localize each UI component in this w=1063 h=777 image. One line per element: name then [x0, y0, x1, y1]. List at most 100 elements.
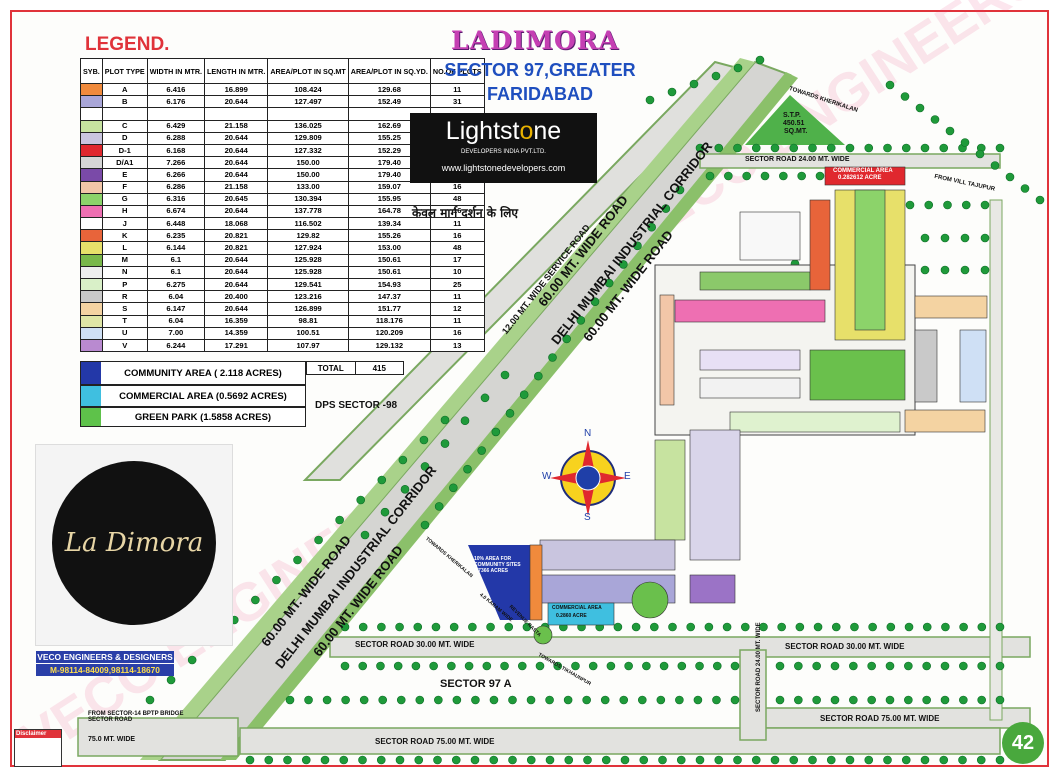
tree-dot [376, 755, 386, 765]
tree-dot [272, 575, 281, 585]
tree-dot [960, 138, 970, 147]
legend-cell-sqmt: 129.82 [267, 229, 349, 243]
tree-dot [460, 416, 470, 426]
tree-dot [145, 695, 155, 705]
tree-dot [452, 695, 462, 705]
legend-cell-width: 6.176 [146, 95, 206, 109]
tree-dot [885, 80, 895, 90]
roundabout [533, 625, 553, 645]
tree-dot [667, 87, 677, 97]
tree-dot [285, 695, 295, 705]
community-label: COMMUNITY AREA ( 2.118 ACRES) [124, 367, 282, 379]
block-c [654, 439, 686, 541]
tree-dot [740, 622, 750, 632]
legend-cell-type: B [101, 95, 148, 109]
legend-cell-width: 6.147 [146, 302, 206, 316]
legend-cell-sqmt: 127.332 [267, 143, 349, 158]
tree-dot [693, 695, 703, 705]
legend-cell-type: A [101, 82, 148, 97]
tree-dot [864, 755, 874, 765]
tree-dot [1005, 172, 1015, 182]
tree-dot [464, 661, 474, 671]
legend-header-cell: SYB. [80, 58, 103, 84]
tree-dot [845, 143, 855, 153]
tree-dot [356, 495, 366, 505]
legend-cell-plots: 16 [429, 229, 485, 243]
legend-cell-length: 14.359 [204, 326, 269, 340]
tree-dot [396, 695, 406, 705]
tree-dot [449, 622, 459, 632]
tree-dot [777, 622, 786, 632]
tree-dot [545, 755, 555, 765]
legend-cell-plots: 13 [429, 338, 485, 353]
tree-dot [535, 661, 545, 671]
legend-swatch [80, 314, 103, 328]
sector-road-75-bottom-label: SECTOR ROAD 75.00 MT. WIDE [375, 737, 495, 746]
tree-dot [358, 755, 367, 765]
tree-dot [830, 661, 840, 671]
block-n [699, 377, 801, 399]
tree-dot [471, 695, 480, 705]
tree-dot [730, 661, 740, 671]
tree-dot [677, 661, 687, 671]
legend-cell-sqmt: 116.502 [267, 217, 349, 231]
tree-dot [413, 622, 423, 632]
tree-dot [975, 149, 985, 159]
tree-dot [519, 390, 529, 400]
tree-dot [714, 755, 724, 765]
tree-dot [775, 661, 785, 671]
legend-cell-sqyd: 120.209 [347, 326, 431, 340]
compass-s: S [584, 512, 591, 523]
disclaimer-box: Disclaimer [14, 729, 62, 767]
compass-rose [550, 440, 626, 516]
legend-cell-length: 18.068 [204, 217, 269, 231]
block-d-column [689, 429, 741, 561]
tree-dot [429, 661, 438, 671]
legend-cell-length: 20.644 [204, 204, 269, 219]
tree-dot [562, 334, 571, 344]
stp-area [745, 95, 845, 145]
legend-swatch [80, 204, 103, 219]
tree-dot [775, 695, 785, 705]
tree-dot [377, 475, 387, 485]
legend-swatch [80, 180, 103, 194]
tree-dot [245, 755, 255, 765]
tree-dot [340, 661, 350, 671]
legend-cell-sqyd: 154.93 [347, 277, 431, 292]
legend-cell-length: 21.158 [204, 119, 269, 133]
legend-cell-length: 21.158 [204, 180, 269, 194]
tree-dot [959, 622, 968, 632]
tree-dot [322, 695, 332, 705]
legend-header-cell: AREA/PLOT IN SQ.MT [267, 58, 349, 84]
legend-cell-plots: 11 [429, 290, 485, 304]
tree-dot [867, 661, 876, 671]
tree-dot [980, 233, 990, 243]
legend-cell-width: 6.04 [146, 314, 206, 328]
tree-dot [447, 661, 456, 671]
legend-swatch [80, 241, 103, 255]
legend-cell-plots: 10 [429, 265, 485, 280]
legend-cell-sqyd: 150.61 [347, 253, 431, 267]
tree-dot [414, 755, 424, 765]
tree-dot [867, 695, 876, 705]
tree-dot [477, 446, 486, 455]
tree-dot [434, 502, 444, 511]
sector-road-30-right-label: SECTOR ROAD 30.00 MT. WIDE [785, 642, 905, 651]
tree-dot [789, 755, 799, 765]
legend-swatch [80, 131, 103, 145]
tree-dot [920, 755, 930, 765]
legend-cell-type: H [101, 204, 148, 219]
legend-cell-type: N [101, 265, 148, 280]
tree-dot [431, 622, 441, 632]
tree-dot [395, 755, 405, 765]
legend-cell-sqmt [267, 107, 349, 121]
tree-dot [631, 622, 641, 632]
tree-dot [977, 661, 986, 671]
developer-logo: Lightstone DEVELOPERS INDIA PVT.LTD. www… [410, 113, 597, 183]
legend-cell-sqmt: 133.00 [267, 180, 349, 194]
tree-dot [830, 695, 840, 705]
legend-cell-sqmt: 125.928 [267, 253, 349, 267]
tree-dot [812, 661, 821, 671]
tree-dot [380, 507, 390, 517]
